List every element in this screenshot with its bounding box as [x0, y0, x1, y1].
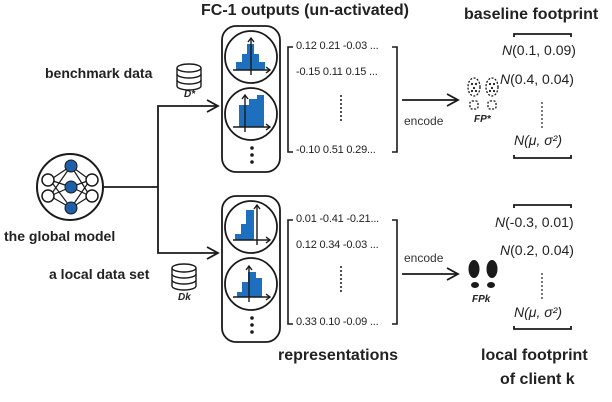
local-data-set-label: a local data set	[49, 266, 150, 282]
benchmark-data-symbol: D*	[184, 89, 196, 100]
local-database-icon	[171, 263, 197, 291]
gaussian-params: (-0.3, 0.01)	[505, 214, 574, 230]
encode-label-top: encode	[404, 114, 444, 128]
fc1-outputs-title: FC-1 outputs (un-activated)	[201, 2, 409, 19]
matrix-ellipsis-icon	[340, 95, 342, 121]
gaussian-params: (μ, σ²)	[524, 132, 563, 148]
local-fc1-column	[221, 195, 281, 343]
vertical-ellipsis-icon	[250, 146, 254, 164]
gaussian-params: (μ, σ²)	[524, 304, 563, 320]
baseline-footprint-title: baseline footprint	[464, 6, 599, 23]
vertical-ellipsis-icon	[250, 316, 254, 334]
local-footprint-brackets	[513, 204, 572, 330]
benchmark-matrix-row: -0.10 0.51 0.29...	[296, 144, 376, 156]
benchmark-data-label: benchmark data	[45, 65, 153, 81]
gaussian-params: (0.1, 0.09)	[512, 42, 576, 58]
gaussian-symbol: N	[514, 132, 525, 148]
histogram-icon	[224, 30, 278, 84]
histogram-icon	[224, 200, 278, 254]
baseline-fp-label: FP*	[474, 114, 491, 125]
local-footprint-subtitle: of client k	[500, 371, 575, 388]
benchmark-matrix-row: 0.12 0.21 -0.03 ...	[296, 40, 379, 52]
local-matrix-row: 0.33 0.10 -0.09 ...	[296, 316, 379, 328]
baseline-gaussian-item: N(μ, σ²)	[514, 132, 562, 148]
gaussian-symbol: N	[500, 71, 511, 87]
gaussian-symbol: N	[495, 214, 506, 230]
local-gaussian-item: N(μ, σ²)	[514, 304, 562, 320]
neural-network-icon	[36, 153, 104, 221]
baseline-footprint-icon	[467, 77, 499, 110]
matrix-ellipsis-icon	[340, 266, 342, 292]
gaussian-list-ellipsis-icon	[541, 273, 543, 299]
local-footprint-icon	[468, 260, 498, 288]
gaussian-list-ellipsis-icon	[541, 102, 543, 128]
local-data-symbol: Dk	[178, 292, 191, 303]
benchmark-matrix-brackets	[287, 46, 398, 153]
benchmark-database-icon	[176, 63, 202, 91]
gaussian-symbol: N	[502, 42, 513, 58]
local-gaussian-item: N(-0.3, 0.01)	[495, 214, 574, 230]
benchmark-matrix-row: -0.15 0.11 0.15 ...	[296, 66, 378, 78]
baseline-gaussian-item: N(0.4, 0.04)	[500, 71, 574, 87]
gaussian-symbol: N	[500, 242, 511, 258]
benchmark-fc1-column	[221, 25, 281, 173]
gaussian-params: (0.4, 0.04)	[510, 71, 574, 87]
local-fp-label: FPk	[472, 294, 491, 305]
branch-connector	[103, 99, 220, 260]
baseline-gaussian-item: N(0.1, 0.09)	[502, 42, 576, 58]
gaussian-symbol: N	[514, 304, 525, 320]
representations-label: representations	[278, 347, 399, 364]
local-matrix-brackets	[287, 219, 398, 325]
local-gaussian-item: N(0.2, 0.04)	[500, 242, 574, 258]
local-matrix-row: 0.12 0.34 -0.03 ...	[296, 239, 379, 251]
baseline-footprint-brackets	[513, 33, 572, 159]
local-matrix-row: 0.01 -0.41 -0.21...	[296, 213, 380, 225]
histogram-icon	[224, 257, 278, 311]
global-model-label: the global model	[4, 228, 116, 244]
histogram-icon	[224, 87, 278, 141]
encode-label-bottom: encode	[404, 251, 444, 265]
local-footprint-title: local footprint	[481, 347, 588, 364]
gaussian-params: (0.2, 0.04)	[510, 242, 574, 258]
